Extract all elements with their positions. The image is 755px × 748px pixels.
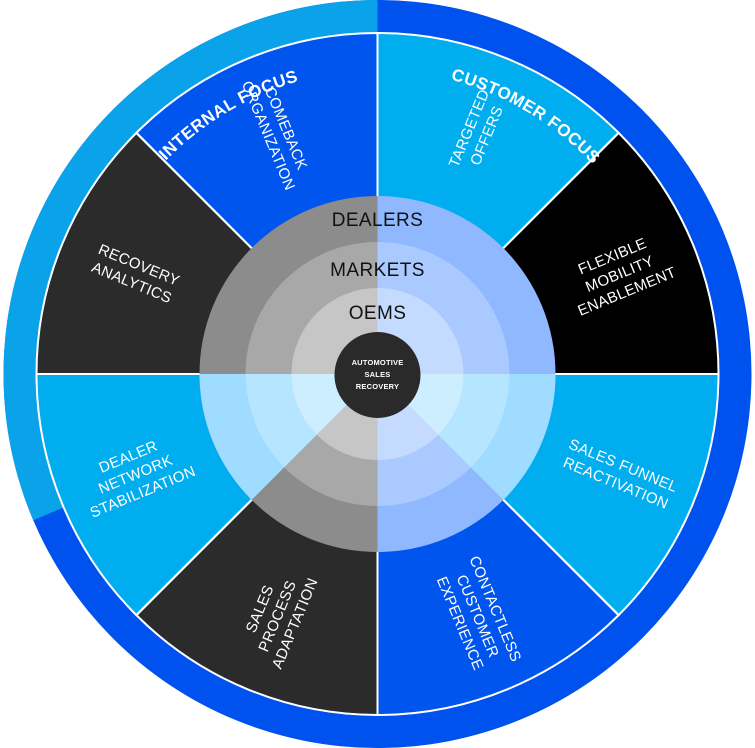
ring-label-dealers: DEALERS bbox=[332, 210, 424, 231]
inner-rings bbox=[199, 196, 556, 552]
core-label-line3: RECOVERY bbox=[356, 382, 399, 391]
core-circle bbox=[334, 332, 421, 418]
ring-label-markets: MARKETS bbox=[330, 260, 425, 281]
core-label-line1: AUTOMOTIVE bbox=[352, 358, 404, 367]
ring-label-oems: OEMS bbox=[349, 303, 407, 324]
core-label-line2: SALES bbox=[364, 370, 390, 379]
